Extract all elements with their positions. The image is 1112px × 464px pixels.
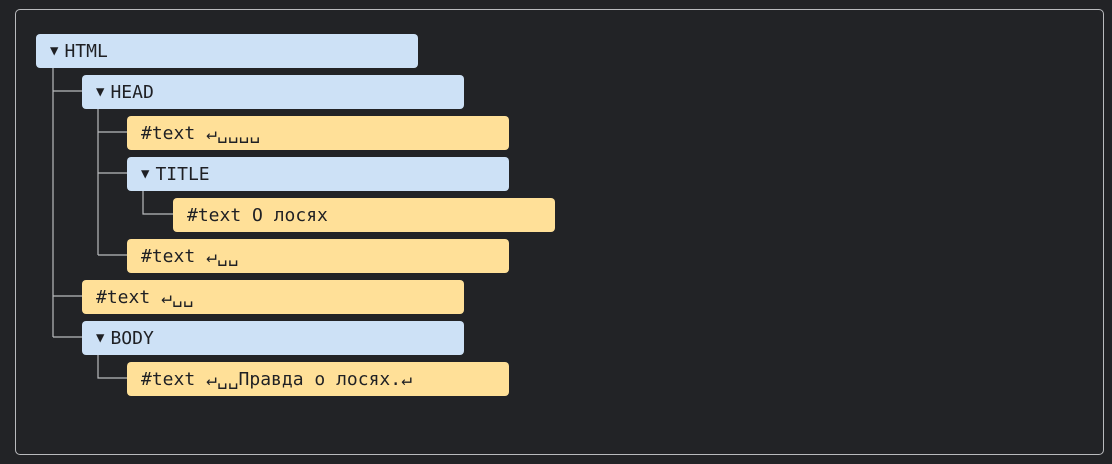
diagram-frame	[15, 9, 1104, 455]
node-body-text[interactable]: #text ↵␣␣Правда о лосях.↵	[127, 362, 509, 396]
node-head[interactable]: ▼ HEAD	[82, 75, 464, 109]
expanded-triangle-icon: ▼	[50, 43, 59, 59]
expanded-triangle-icon: ▼	[96, 330, 105, 346]
node-label: #text О лосях	[187, 204, 328, 226]
node-label: TITLE	[155, 163, 210, 185]
node-label: #text ↵␣␣	[96, 286, 194, 308]
node-title[interactable]: ▼ TITLE	[127, 157, 509, 191]
node-label: #text ↵␣␣	[141, 245, 239, 267]
node-label: #text ↵␣␣Правда о лосях.↵	[141, 368, 412, 390]
node-label: #text ↵␣␣␣␣	[141, 122, 261, 144]
expanded-triangle-icon: ▼	[96, 84, 105, 100]
node-title-text[interactable]: #text О лосях	[173, 198, 555, 232]
node-head-text-2[interactable]: #text ↵␣␣	[127, 239, 509, 273]
expanded-triangle-icon: ▼	[141, 166, 150, 182]
node-label: HEAD	[110, 81, 154, 103]
node-html[interactable]: ▼ HTML	[36, 34, 418, 68]
node-head-text-1[interactable]: #text ↵␣␣␣␣	[127, 116, 509, 150]
node-body[interactable]: ▼ BODY	[82, 321, 464, 355]
node-html-text[interactable]: #text ↵␣␣	[82, 280, 464, 314]
node-label: BODY	[110, 327, 154, 349]
node-label: HTML	[64, 40, 108, 62]
